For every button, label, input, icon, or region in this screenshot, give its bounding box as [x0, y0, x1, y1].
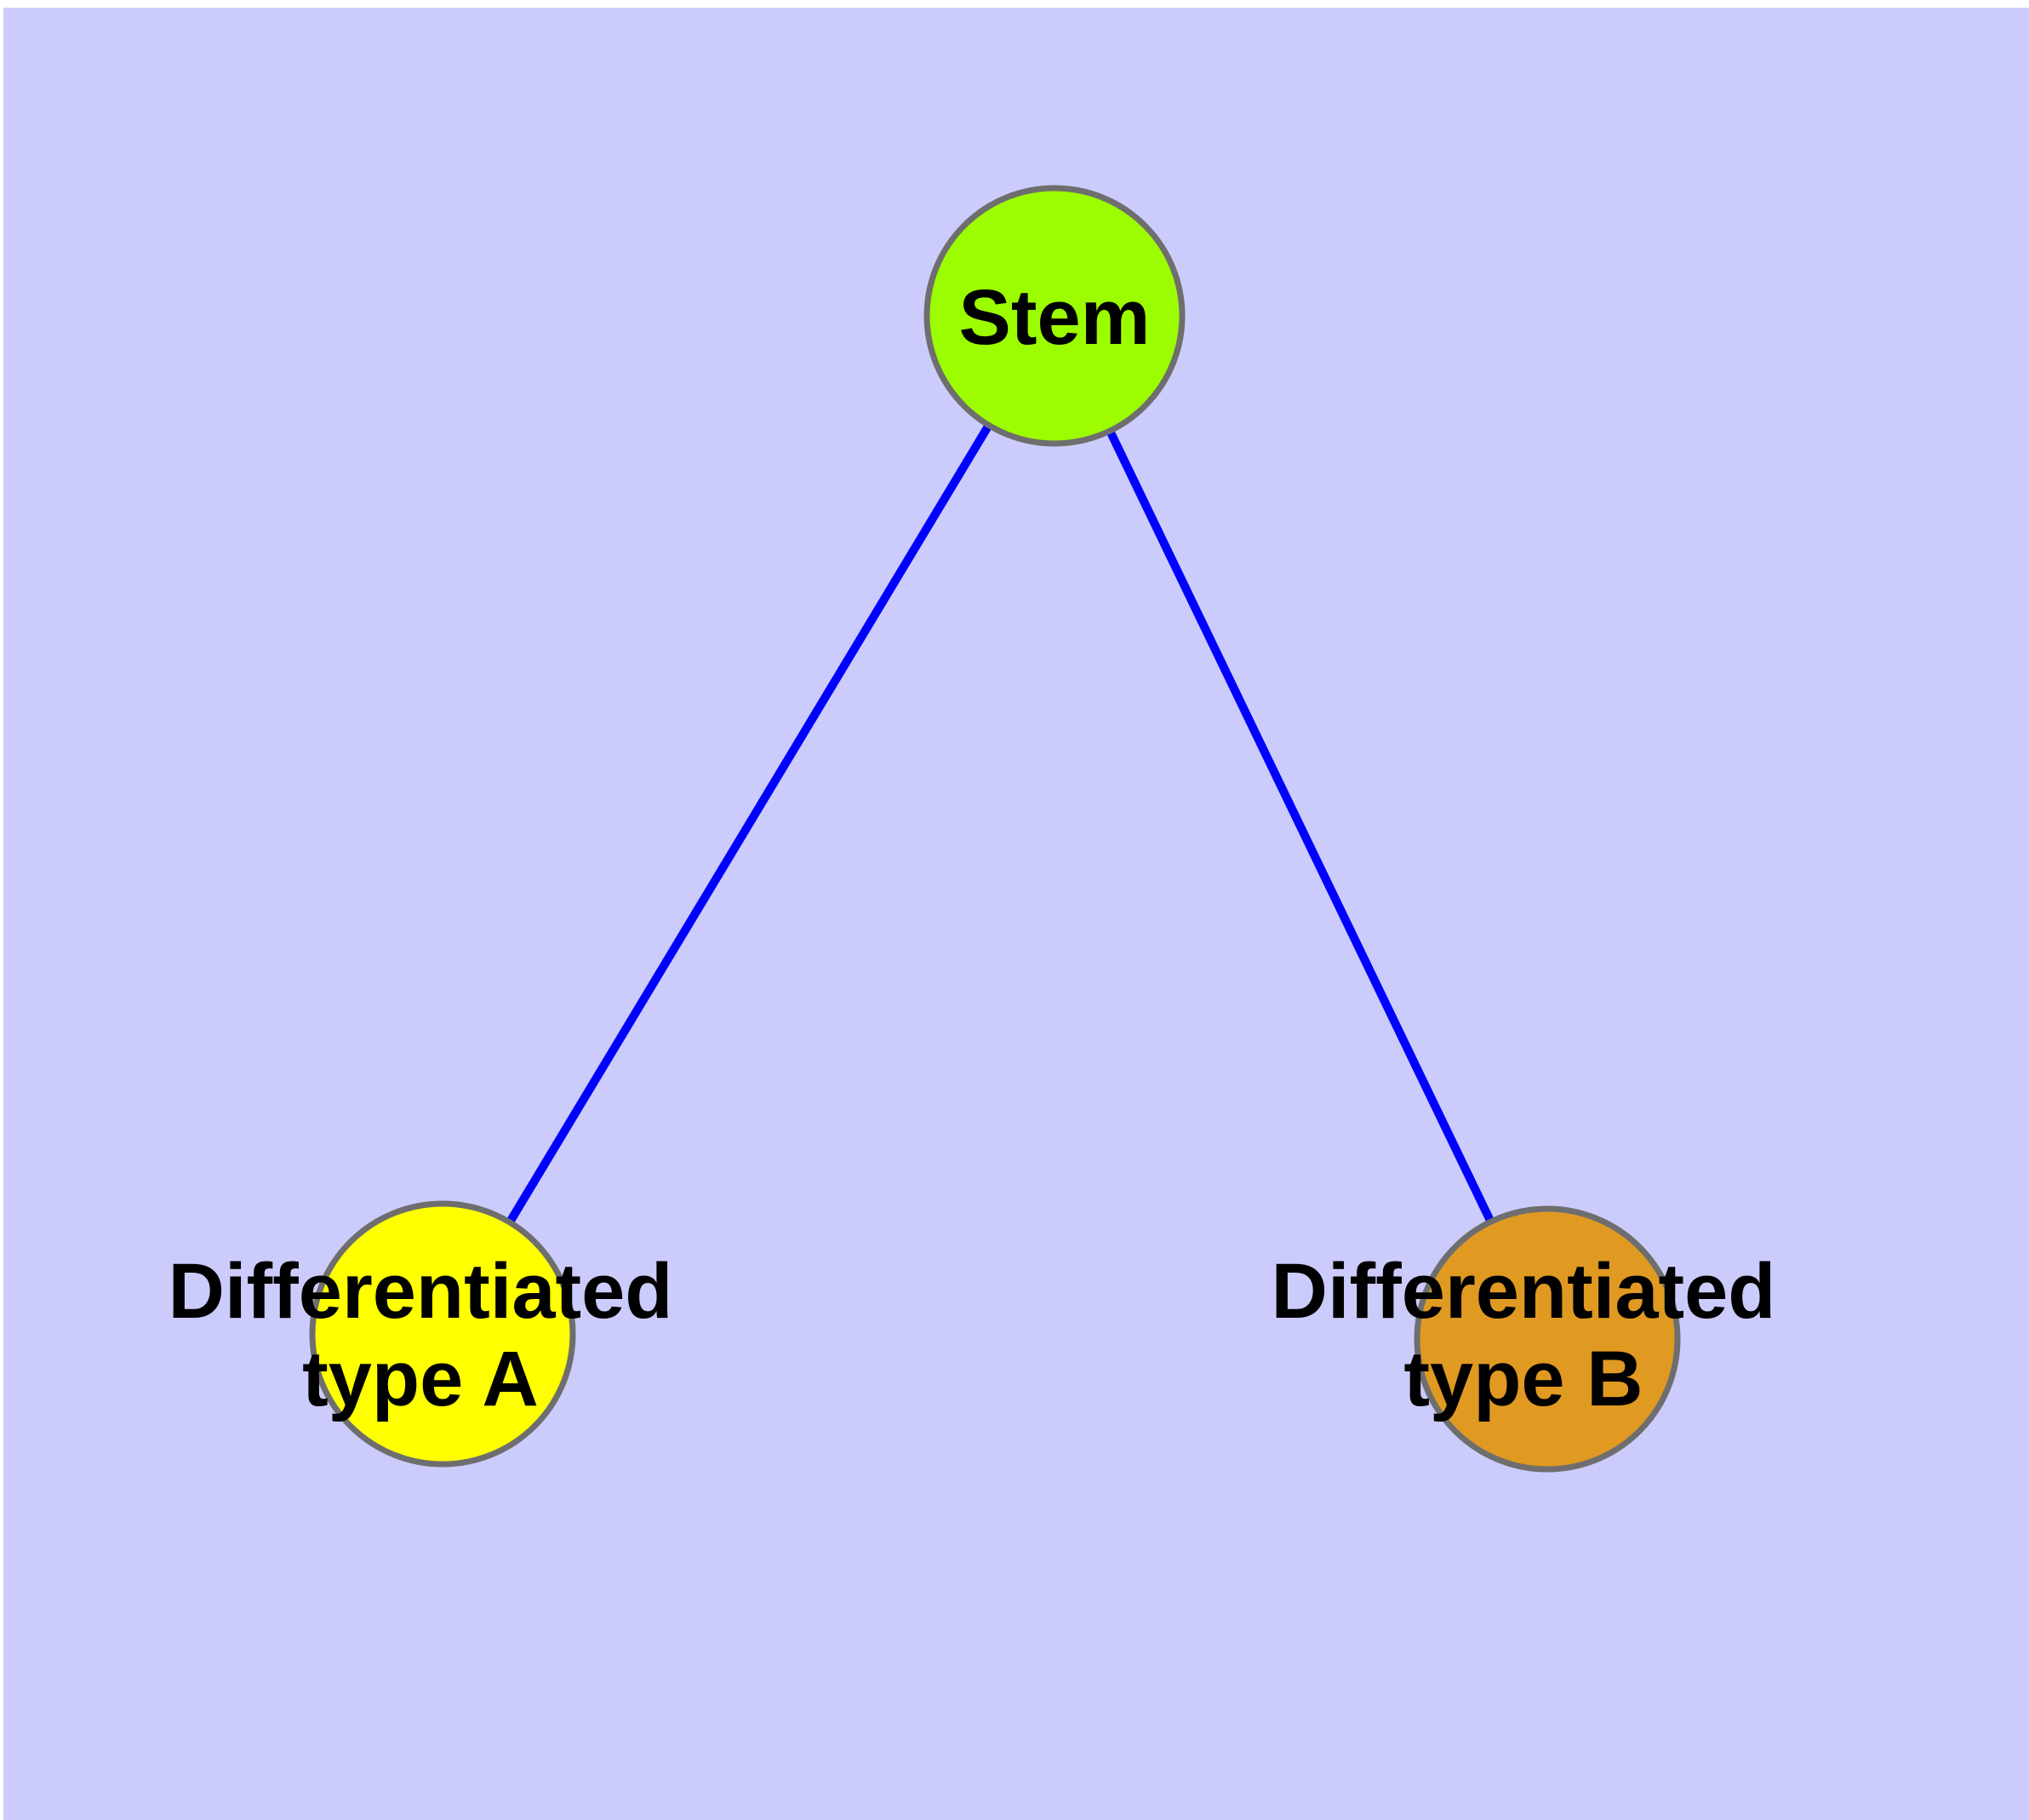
node-differentiated-type-b-label-line1: Differentiated — [1272, 1248, 1776, 1335]
node-stem[interactable]: Stem — [923, 185, 1186, 447]
node-differentiated-type-b[interactable]: Differentiated type B — [1272, 1205, 1776, 1473]
node-differentiated-type-b-circle[interactable] — [1414, 1205, 1681, 1473]
node-differentiated-type-a-label-line1: Differentiated — [169, 1248, 673, 1335]
node-differentiated-type-a-label-line2: type A — [302, 1336, 539, 1422]
node-stem-label: Stem — [959, 274, 1151, 361]
edge-stem-to-differentiated-type-a[interactable] — [438, 313, 1059, 1336]
node-stem-circle[interactable] — [923, 185, 1186, 447]
edge-layer — [438, 313, 1552, 1342]
node-differentiated-type-a-circle[interactable] — [309, 1200, 576, 1468]
node-differentiated-type-b-label-line2: type B — [1403, 1336, 1643, 1422]
edge-stem-to-differentiated-type-b[interactable] — [1050, 313, 1552, 1342]
node-layer: Stem Differentiated type A Differentiate… — [169, 185, 1776, 1473]
node-differentiated-type-a[interactable]: Differentiated type A — [169, 1200, 673, 1468]
